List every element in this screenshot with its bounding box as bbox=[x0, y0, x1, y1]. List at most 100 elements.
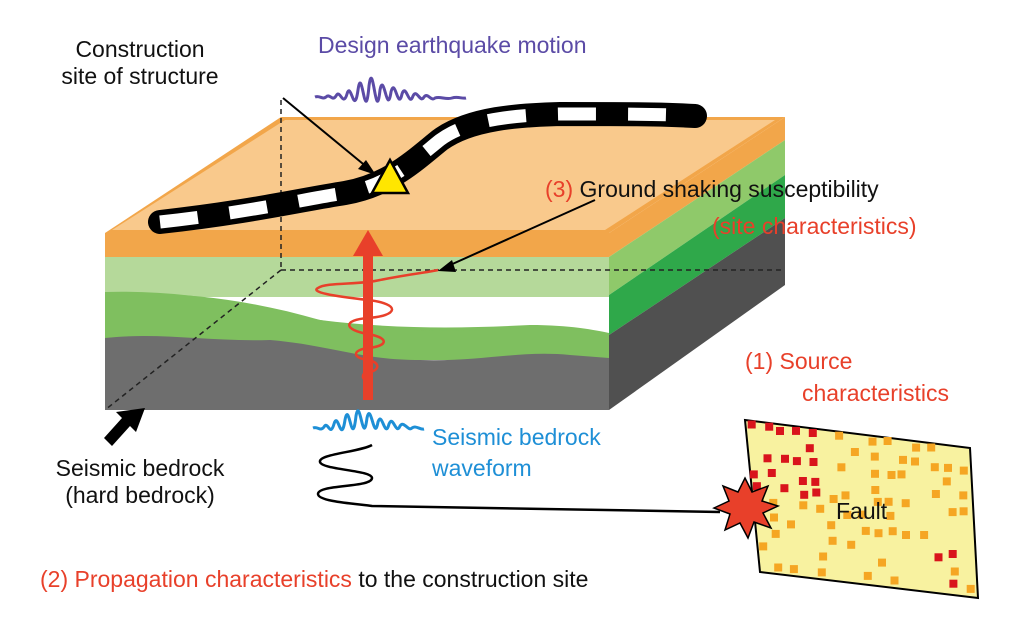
slip-patch bbox=[878, 558, 886, 567]
explosion-icon bbox=[712, 476, 781, 540]
slip-patch bbox=[770, 513, 778, 522]
hidden-edge-diagonal bbox=[104, 269, 282, 411]
bedrock-waveform-label-line2: waveform bbox=[432, 455, 532, 481]
slip-patch bbox=[781, 454, 789, 463]
slip-patch bbox=[765, 422, 774, 431]
slip-patch bbox=[884, 497, 893, 506]
slip-patch bbox=[930, 463, 939, 472]
slip-patch bbox=[959, 491, 968, 500]
propagation-label: (2) Propagation characteristics to the c… bbox=[40, 566, 588, 593]
slip-patch bbox=[763, 454, 772, 463]
slip-patch bbox=[886, 511, 895, 520]
slip-patch bbox=[769, 498, 778, 507]
propagation-number: (2) bbox=[40, 566, 69, 592]
slip-patch bbox=[819, 552, 828, 561]
propagation-suffix: to the construction site bbox=[358, 566, 589, 592]
slip-patch bbox=[759, 542, 768, 551]
source-label-line2: characteristics bbox=[802, 380, 949, 406]
slip-patch bbox=[901, 499, 910, 508]
seismic-bedrock-label: Seismic bedrock (hard bedrock) bbox=[20, 455, 260, 509]
slip-patch bbox=[931, 490, 940, 498]
slip-patch bbox=[776, 427, 784, 435]
arrow-icon bbox=[104, 408, 145, 446]
slip-patch bbox=[799, 501, 808, 510]
propagation-text: Propagation characteristics bbox=[74, 566, 352, 592]
slip-patch bbox=[792, 457, 801, 466]
bedrock-wave bbox=[312, 409, 425, 431]
block-side-green-light bbox=[609, 140, 785, 295]
slip-patch bbox=[837, 463, 846, 472]
slip-patch bbox=[934, 553, 943, 562]
slip-patch bbox=[805, 444, 814, 453]
slip-patch bbox=[874, 529, 883, 538]
slip-patch bbox=[863, 571, 872, 580]
slip-patch bbox=[873, 497, 882, 506]
slip-patch bbox=[883, 437, 892, 445]
slip-patch bbox=[829, 495, 838, 503]
seismic-bedrock-line1: Seismic bedrock bbox=[55, 455, 225, 481]
slip-patch bbox=[857, 510, 866, 519]
slip-patch bbox=[888, 527, 897, 536]
slip-patch bbox=[841, 491, 850, 500]
slip-patch bbox=[912, 443, 921, 452]
slip-patch bbox=[871, 486, 880, 494]
slip-patch bbox=[847, 540, 856, 549]
amplification-arrow bbox=[353, 230, 383, 400]
slip-patch bbox=[809, 458, 818, 466]
slip-patch bbox=[780, 484, 789, 493]
slip-patch bbox=[959, 466, 968, 475]
slip-patch bbox=[868, 437, 877, 446]
slip-patch bbox=[949, 579, 958, 588]
slip-patch bbox=[944, 463, 952, 472]
arrow-construction-site bbox=[282, 97, 376, 175]
fault-plane bbox=[743, 418, 980, 600]
construction-site-line2: site of structure bbox=[61, 63, 219, 89]
site-characteristics-label: (site characteristics) bbox=[712, 213, 917, 239]
propagation-wave bbox=[316, 443, 721, 514]
slip-patch bbox=[749, 470, 758, 479]
slip-patch bbox=[899, 455, 907, 464]
slip-patch bbox=[771, 529, 780, 538]
slip-patch bbox=[861, 526, 870, 535]
bedrock-waveform-label-line1: Seismic bedrock bbox=[432, 424, 601, 450]
slip-patch bbox=[911, 457, 919, 466]
ground-shaking-label: (3) Ground shaking susceptibility bbox=[545, 176, 879, 203]
slip-patch bbox=[816, 504, 825, 513]
block-side-bedrock bbox=[609, 218, 785, 410]
slip-patch bbox=[792, 426, 800, 435]
block-side-green bbox=[609, 175, 785, 335]
slip-patch bbox=[870, 452, 879, 461]
arrow-ground-shaking bbox=[438, 199, 596, 272]
layer-light-green bbox=[105, 257, 609, 297]
slip-patch bbox=[890, 576, 899, 585]
structure-line bbox=[148, 101, 707, 234]
fault-label: Fault bbox=[836, 498, 888, 524]
slip-patch bbox=[843, 511, 852, 519]
slip-patch bbox=[800, 490, 809, 499]
slip-patch bbox=[959, 507, 968, 516]
slip-patch bbox=[752, 482, 761, 491]
slip-patch bbox=[787, 520, 795, 529]
construction-site-line1: Construction bbox=[75, 36, 205, 62]
slip-patch bbox=[948, 550, 957, 558]
slip-patch bbox=[850, 448, 859, 456]
amplified-wave bbox=[315, 268, 439, 384]
slip-patch bbox=[811, 477, 820, 486]
slip-patch bbox=[767, 469, 776, 477]
slip-patch bbox=[920, 531, 929, 539]
slip-patch bbox=[927, 443, 936, 452]
slip-patch bbox=[747, 420, 756, 429]
design-motion-wave bbox=[314, 76, 467, 103]
slip-patch bbox=[828, 536, 837, 545]
slip-patch bbox=[871, 469, 879, 478]
slip-patch bbox=[948, 508, 957, 517]
ground-shaking-text: Ground shaking susceptibility bbox=[579, 176, 879, 202]
triangle-icon bbox=[369, 157, 411, 195]
slip-patch bbox=[812, 488, 821, 497]
slip-patch bbox=[887, 471, 896, 479]
slip-patch bbox=[774, 563, 783, 572]
slip-patch bbox=[966, 584, 975, 593]
block-side-surface bbox=[609, 117, 785, 257]
